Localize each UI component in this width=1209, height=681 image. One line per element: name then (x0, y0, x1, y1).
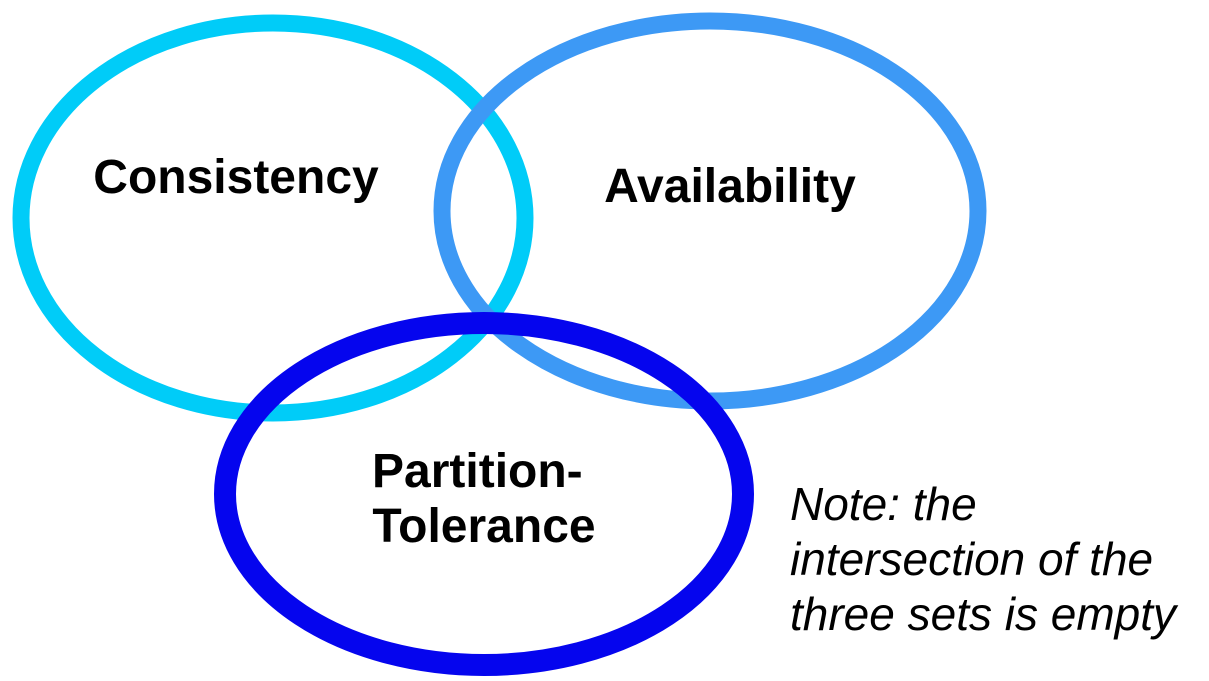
note-annotation-line3: three sets is empty (790, 588, 1179, 640)
note-annotation-line2: intersection of the (790, 533, 1153, 585)
availability-label: Availability (604, 160, 856, 213)
partition-tolerance-label: Partition- Tolerance (372, 445, 596, 553)
partition-tolerance-label-line1: Partition- (372, 445, 583, 498)
partition-tolerance-label-line2: Tolerance (372, 500, 595, 553)
consistency-label: Consistency (93, 151, 379, 204)
note-annotation-line1: Note: the (790, 478, 977, 530)
partition-tolerance-circle (214, 312, 754, 676)
note-annotation: Note: the intersection of the three sets… (790, 478, 1179, 640)
consistency-circle (12, 14, 534, 422)
